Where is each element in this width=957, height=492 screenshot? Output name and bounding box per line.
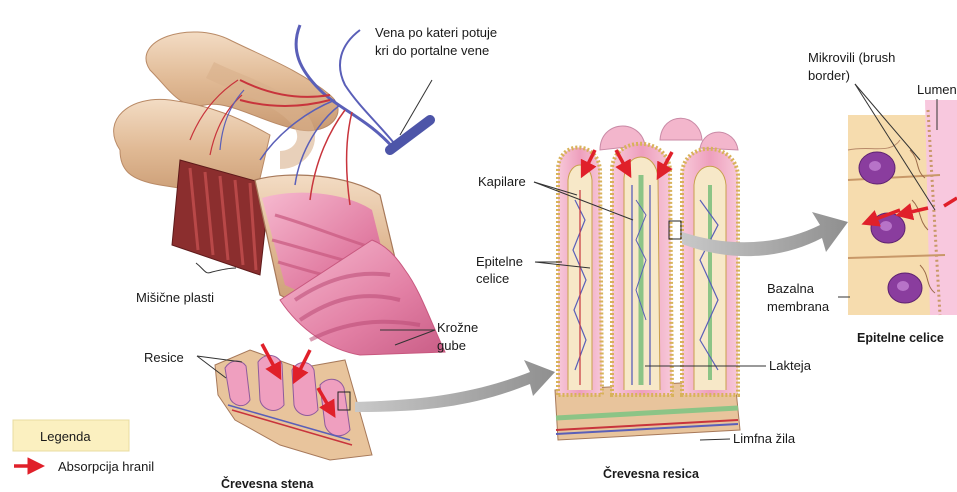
epithelial-cells-illustration <box>848 100 957 315</box>
label-vena-line1: Vena po kateri potuje <box>375 25 497 40</box>
label-misicne-plasti: Mišične plasti <box>136 290 214 305</box>
label-bazalna-line2: membrana <box>767 299 830 314</box>
label-limfna-zila: Limfna žila <box>733 431 796 446</box>
legend-absorption: Absorpcija hranil <box>58 459 154 474</box>
label-epitelne-line2: celice <box>476 271 509 286</box>
intestinal-wall-illustration <box>114 25 445 460</box>
label-crevesna-stena: Črevesna stena <box>221 476 314 491</box>
legend-title: Legenda <box>40 429 91 444</box>
label-epitelne-line1: Epitelne <box>476 254 523 269</box>
label-crevesna-resica: Črevesna resica <box>603 466 700 481</box>
label-bazalna-line1: Bazalna <box>767 281 815 296</box>
label-lakteja: Lakteja <box>769 358 812 373</box>
label-epitelne-celice: Epitelne celice <box>857 331 944 345</box>
label-mikrovili-line2: border) <box>808 68 850 83</box>
label-krozne-line1: Krožne <box>437 320 478 335</box>
label-kapilare: Kapilare <box>478 174 526 189</box>
zoom-arrow-1 <box>355 360 555 412</box>
villus-block-illustration <box>555 118 740 440</box>
label-mikrovili-line1: Mikrovili (brush <box>808 50 895 65</box>
label-krozne-line2: gube <box>437 338 466 353</box>
legend: Legenda Absorpcija hranil <box>13 420 154 474</box>
label-resice: Resice <box>144 350 184 365</box>
label-vena-line2: kri do portalne vene <box>375 43 489 58</box>
label-lumen: Lumen <box>917 82 957 97</box>
